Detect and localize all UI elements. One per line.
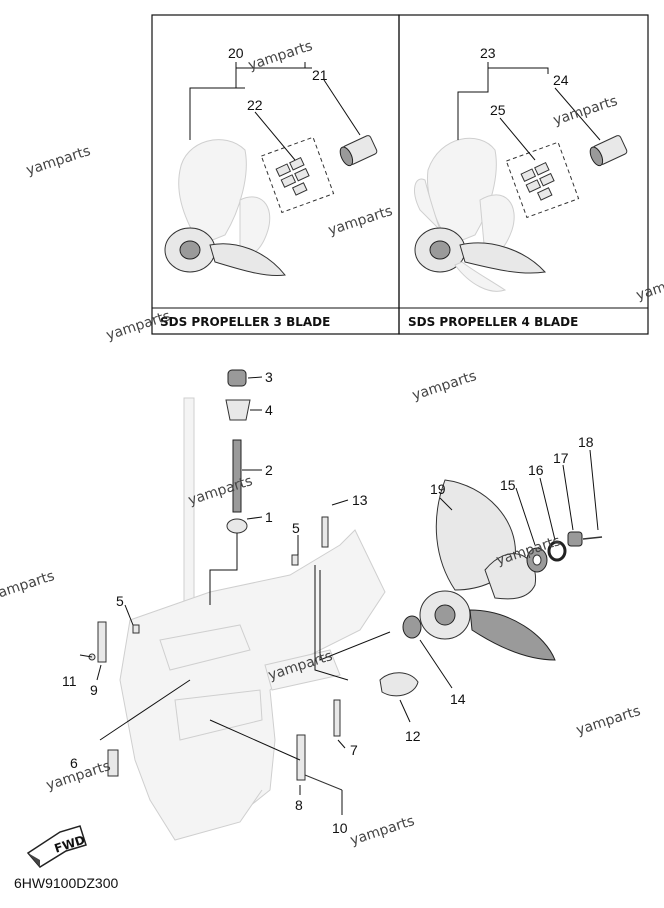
callout-13: 13: [352, 492, 368, 508]
watermark-13: yamparts: [348, 813, 416, 849]
watermark-14: yamparts: [634, 268, 664, 304]
prop-hardware: [526, 531, 603, 573]
diagram-code: 6HW9100DZ300: [14, 875, 118, 891]
callout-9: 9: [90, 682, 98, 698]
lower-unit-housing: [119, 397, 386, 841]
callout-10: 10: [332, 820, 348, 836]
watermark-7: yamparts: [186, 473, 254, 509]
lower-leader-lines: [79, 376, 599, 815]
callout-20: 20: [228, 45, 244, 61]
propeller-main-illustration: [402, 479, 556, 661]
callout-17: 17: [553, 450, 569, 466]
panel-caption-3-blade: SDS PROPELLER 3 BLADE: [160, 315, 330, 329]
callout-14: 14: [450, 691, 466, 707]
callout-4: 4: [265, 402, 273, 418]
watermark-9: yamparts: [0, 568, 56, 604]
callout-6: 6: [70, 755, 78, 771]
callout-18: 18: [578, 434, 594, 450]
watermark-5: yamparts: [104, 308, 172, 344]
propeller-3-blade-illustration: [164, 135, 378, 277]
watermark-12: yamparts: [44, 758, 112, 794]
propeller-4-blade-illustration: [414, 135, 628, 292]
callout-12: 12: [405, 728, 421, 744]
fwd-arrow: FWD: [26, 825, 87, 868]
watermark-11: yamparts: [574, 703, 642, 739]
callout-1: 1: [265, 509, 273, 525]
shift-rod-parts: [225, 369, 251, 534]
callout-2: 2: [265, 462, 273, 478]
panel-caption-4-blade: SDS PROPELLER 4 BLADE: [408, 315, 578, 329]
watermark-2: yamparts: [24, 143, 92, 179]
callout-21: 21: [312, 67, 328, 83]
callout-3: 3: [265, 369, 273, 385]
callout-5: 5: [292, 520, 300, 536]
callout-24: 24: [553, 72, 569, 88]
callout-16: 16: [528, 462, 544, 478]
callout-19: 19: [430, 481, 446, 497]
callout-5-secondary: 5: [116, 593, 124, 609]
callout-25: 25: [490, 102, 506, 118]
callout-23: 23: [480, 45, 496, 61]
callout-8: 8: [295, 797, 303, 813]
callout-7: 7: [350, 742, 358, 758]
panel-4-blade-frame: [398, 14, 649, 335]
callout-22: 22: [247, 97, 263, 113]
callout-15: 15: [500, 477, 516, 493]
watermark-6: yamparts: [410, 368, 478, 404]
callout-11: 11: [62, 673, 77, 689]
top-leader-lines: [189, 62, 601, 161]
watermark-4: yamparts: [326, 203, 394, 239]
